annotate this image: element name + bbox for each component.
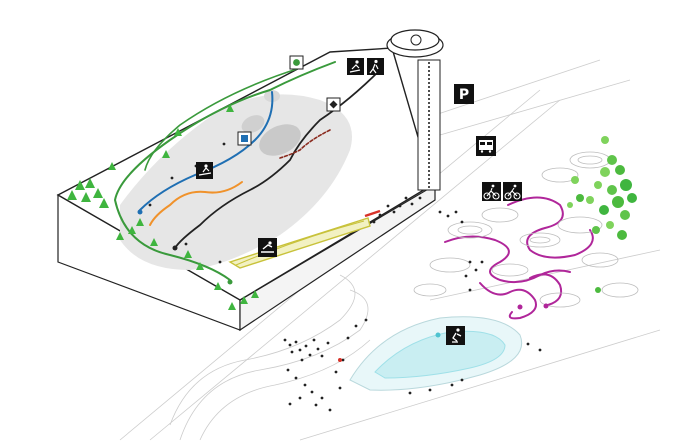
- blue-run: [139, 91, 274, 211]
- black-run: [174, 69, 381, 249]
- sledding-icon[interactable]: [258, 238, 277, 257]
- red-run: [279, 129, 331, 159]
- ski-hill: [56, 47, 436, 332]
- rock-area-2: [241, 115, 265, 133]
- trail-endpoints: [137, 209, 549, 362]
- bus-icon[interactable]: [476, 136, 496, 156]
- visitor-crowds: [148, 142, 542, 412]
- bike-trail-lower: [479, 282, 537, 320]
- parking-icon[interactable]: P: [454, 84, 474, 104]
- forest-cluster: [567, 136, 637, 293]
- bike-trail-loop: [529, 273, 563, 306]
- bike-trails: [444, 196, 594, 320]
- bike-park-mounds: [413, 151, 639, 308]
- ski-runs: [113, 61, 381, 281]
- beginner-run-marker-icon[interactable]: [289, 55, 304, 70]
- trees: [67, 104, 259, 310]
- bike-trail-upper: [507, 196, 594, 259]
- green-run: [113, 61, 336, 281]
- cycling-icon[interactable]: [482, 182, 501, 201]
- hiking-icon[interactable]: [367, 58, 384, 75]
- snowboarding-icon[interactable]: [196, 162, 213, 179]
- expert-run-marker-icon[interactable]: [326, 97, 341, 112]
- green-run-2: [144, 67, 301, 171]
- skiing-icon[interactable]: [347, 58, 364, 75]
- ice-rink: [349, 316, 522, 391]
- mountain-bike-icon[interactable]: [503, 182, 522, 201]
- parking-label: P: [459, 87, 469, 103]
- intermediate-run-marker-icon[interactable]: [237, 131, 252, 146]
- ice-skating-icon[interactable]: [446, 326, 465, 345]
- orange-run: [149, 181, 243, 226]
- lookout-tower: [386, 29, 444, 191]
- rock-area-1: [259, 124, 301, 156]
